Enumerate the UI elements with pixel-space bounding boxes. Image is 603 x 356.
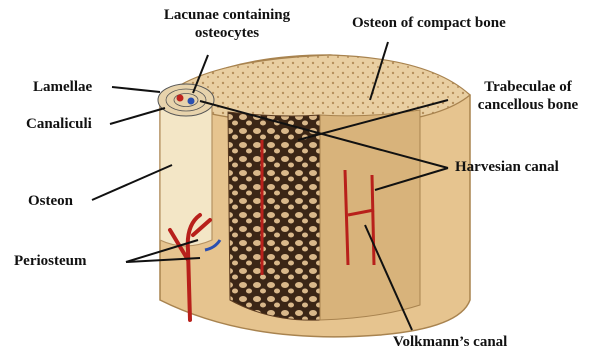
label-canaliculi: Canaliculi — [26, 115, 92, 133]
label-periosteum: Periosteum — [14, 252, 86, 270]
label-lacunae: Lacunae containing osteocytes — [142, 6, 312, 42]
leader-canaliculi — [110, 108, 165, 124]
harvesian-vessel-3 — [372, 175, 374, 265]
lacuna-red — [177, 95, 184, 102]
leader-lamellae — [112, 87, 160, 92]
label-volkmanns-canal: Volkmann’s canal — [393, 333, 507, 351]
lacuna-blue — [188, 98, 195, 105]
label-harvesian-canal: Harvesian canal — [455, 158, 559, 176]
label-osteon: Osteon — [28, 192, 73, 210]
label-osteon-compact-bone: Osteon of compact bone — [352, 14, 506, 32]
cancellous-bone-region — [228, 112, 320, 320]
compact-bone-cut-face — [320, 110, 420, 320]
label-lamellae: Lamellae — [33, 78, 92, 96]
label-trabeculae: Trabeculae of cancellous bone — [453, 78, 603, 114]
